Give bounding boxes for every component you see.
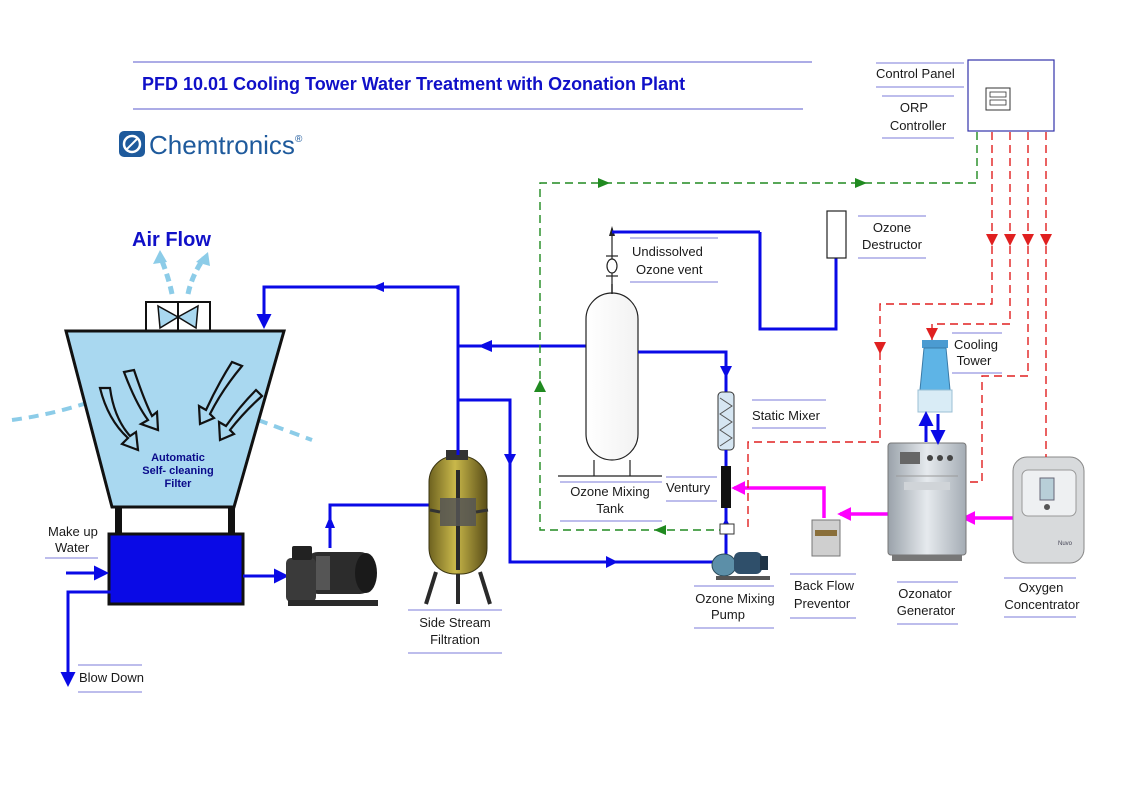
venturi-label: Ventury [666, 480, 711, 495]
air-inlet-right [257, 418, 313, 442]
filter-label-line3: Filter [165, 478, 193, 490]
blow-down-label: Blow Down [79, 670, 144, 685]
vent-label-line2: Ozone vent [636, 262, 703, 277]
side-stream-label-line2: Filtration [430, 632, 480, 647]
filter-label-line2: Self- cleaning [142, 465, 214, 477]
air-inlet-left [11, 400, 91, 422]
side-stream-label-line1: Side Stream [419, 615, 491, 630]
air-flow-label: Air Flow [132, 229, 211, 251]
cold-water-basin [107, 532, 245, 606]
pump-to-filter-line [328, 503, 458, 548]
back-flow-label-line2: Preventor [794, 596, 851, 611]
control-panel-label: Control Panel [876, 66, 955, 81]
pump-icon [711, 552, 770, 580]
mixing-pump-label-line1: Ozone Mixing [695, 591, 774, 606]
oxygen-label-line1: Oxygen [1019, 580, 1064, 595]
ozonator-label-line2: Generator [897, 603, 956, 618]
orp-signal-loop [539, 132, 978, 531]
orp-label-line2: Controller [890, 118, 947, 133]
pump-icon [286, 546, 378, 606]
oxygen-concentrator: Nuvo [1012, 456, 1085, 564]
ozonator-label-line1: Ozonator [898, 586, 952, 601]
vent-label-line1: Undissolved [632, 244, 703, 259]
destructor-label-line2: Destructor [862, 237, 923, 252]
vent-valve-icon [606, 226, 618, 284]
cooling-tower-label-line1: Cooling [954, 337, 998, 352]
fan-icon [157, 303, 199, 331]
control-panel-box [967, 59, 1055, 132]
ozone-mixing-tank [558, 284, 662, 477]
filtered-return-line [256, 285, 460, 455]
tower-leg [228, 507, 235, 536]
mixing-tank-label-line1: Ozone Mixing [570, 484, 649, 499]
internal-flow-arrows [98, 360, 264, 452]
oxygen-label-line2: Concentrator [1004, 597, 1080, 612]
static-mixer-label: Static Mixer [752, 408, 821, 423]
makeup-water-label-line1: Make up [48, 524, 98, 539]
blow-down-line [60, 590, 112, 687]
cooling-tower-main: Air Flow Automatic Self- cleaning Filter [11, 229, 313, 606]
static-mixer-icon [717, 391, 735, 451]
flow-meter [719, 523, 735, 535]
concentrator-brand: Nuvo [1058, 541, 1073, 547]
venturi-injector [721, 466, 731, 508]
back-flow-preventor [811, 519, 841, 557]
page-title: PFD 10.01 Cooling Tower Water Treatment … [142, 74, 685, 94]
air-arrow-icon [157, 255, 175, 295]
ozonator-generator [887, 442, 967, 561]
filter-vessel-icon [424, 450, 492, 605]
makeup-water-label-line2: Water [55, 540, 90, 555]
vent-to-destructor-line [758, 232, 838, 331]
ozone-destructor [826, 210, 847, 259]
air-arrow-icon [185, 256, 207, 295]
mixing-pump-label-line2: Pump [711, 607, 745, 622]
mixing-tank-label-line2: Tank [596, 501, 624, 516]
logo-wordmark: Chemtronics® [149, 130, 303, 160]
backflow-to-venturi-line [731, 481, 826, 518]
tower-leg [115, 507, 122, 536]
cooling-tower-label-line2: Tower [957, 353, 992, 368]
filter-label-line1: Automatic [151, 452, 205, 464]
chemtronics-logo: Chemtronics® [119, 130, 303, 160]
destructor-label-line1: Ozone [873, 220, 911, 235]
orp-label-line1: ORP [900, 100, 928, 115]
controller-display-icon [985, 87, 1011, 111]
ozonator-cooling-tower [917, 340, 953, 413]
mixer-to-tank-line [638, 350, 728, 392]
back-flow-label-line1: Back Flow [794, 578, 855, 593]
